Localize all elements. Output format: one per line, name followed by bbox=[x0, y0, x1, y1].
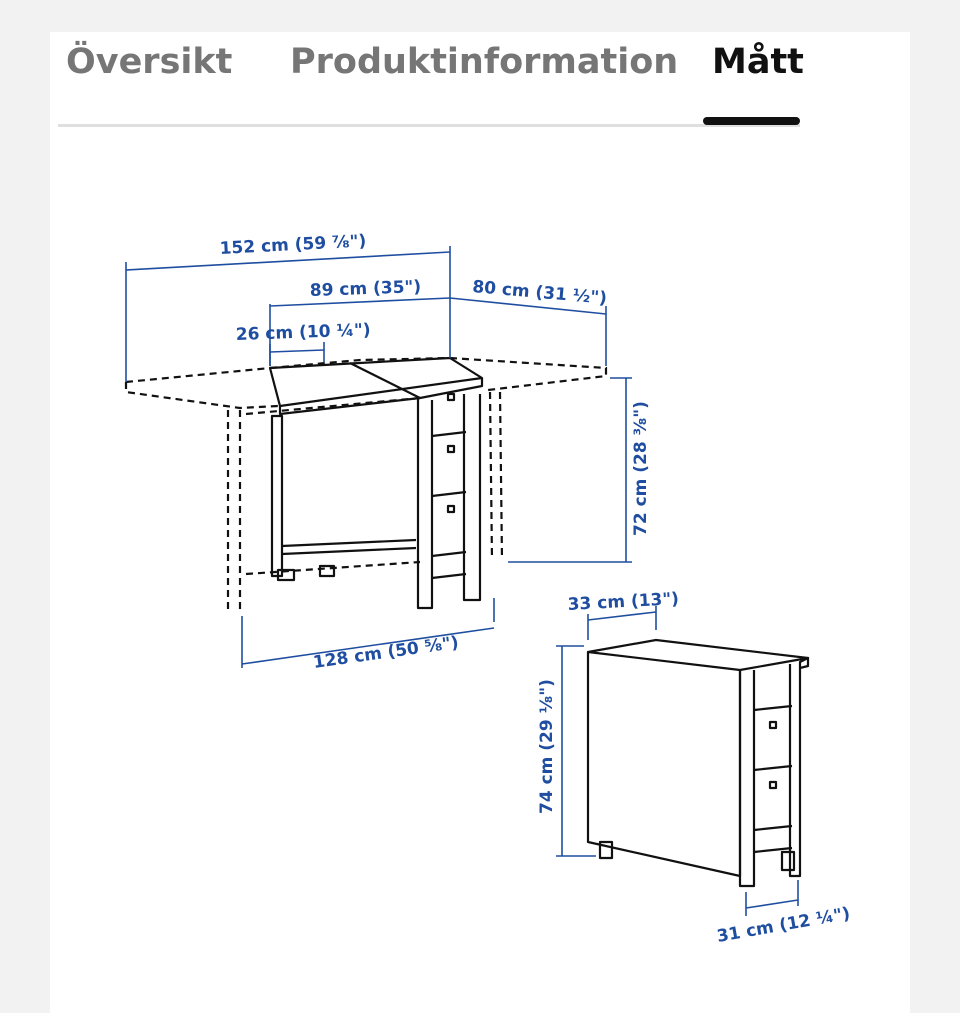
tab-oversikt[interactable]: Översikt bbox=[66, 42, 233, 82]
dim-total-width: 152 cm (59 ⅞") bbox=[219, 231, 367, 259]
folded-table-drawing bbox=[586, 638, 810, 888]
dim-center-width: 89 cm (35") bbox=[309, 277, 421, 301]
dim-leg-span: 128 cm (50 ⅝") bbox=[312, 633, 460, 673]
active-tab-indicator bbox=[703, 117, 800, 125]
tab-matt[interactable]: Mått bbox=[712, 42, 804, 82]
open-table-drawing bbox=[124, 356, 608, 612]
dim-folded-height: 74 cm (29 ⅛") bbox=[537, 679, 557, 814]
tab-divider bbox=[58, 124, 800, 127]
tab-produktinformation[interactable]: Produktinformation bbox=[290, 42, 679, 82]
dim-leaf-gap: 26 cm (10 ¼") bbox=[235, 320, 370, 345]
dimension-lines bbox=[125, 246, 799, 916]
dim-folded-width: 31 cm (12 ¼") bbox=[715, 904, 851, 947]
dim-folded-depth: 33 cm (13") bbox=[567, 589, 679, 615]
tab-bar: Översikt Produktinformation Mått bbox=[58, 40, 804, 126]
dim-height-open: 72 cm (28 ⅜") bbox=[631, 401, 651, 536]
dim-depth: 80 cm (31 ½") bbox=[472, 277, 608, 309]
